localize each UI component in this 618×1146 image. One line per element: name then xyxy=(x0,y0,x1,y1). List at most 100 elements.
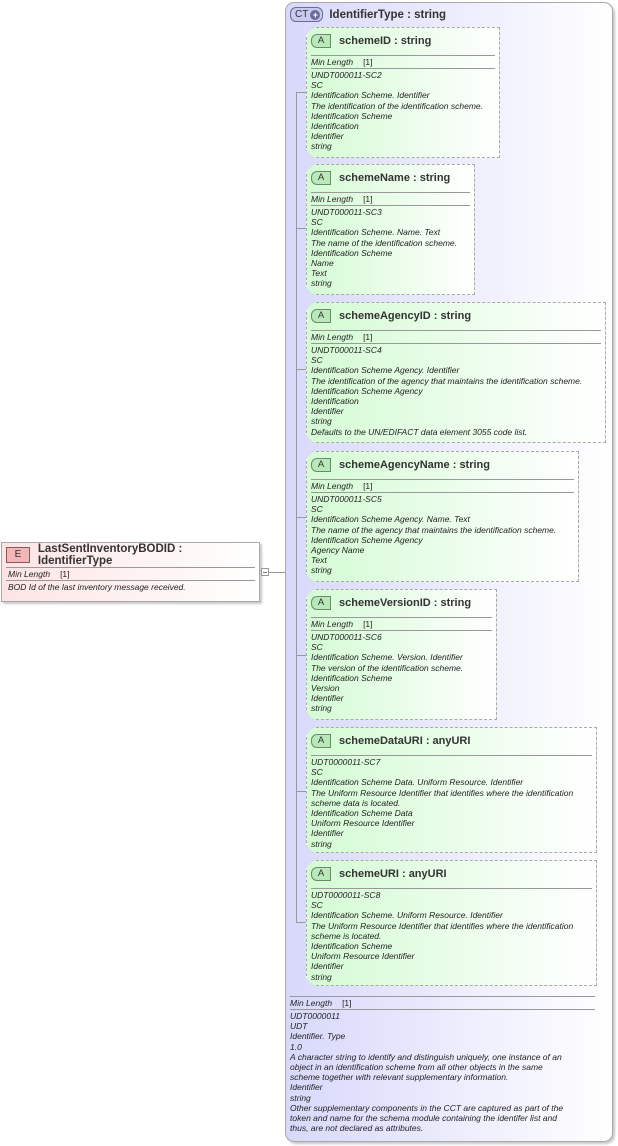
attribute-header: A schemeAgencyID : string xyxy=(307,303,605,327)
attribute-documentation: UNDT000011-SC3 SC Identification Scheme.… xyxy=(311,207,470,289)
tree-line-branch xyxy=(296,228,306,229)
attribute-scheme-agency-id[interactable]: A schemeAgencyID : string Min Length[1] … xyxy=(306,302,606,443)
collapse-toggle-icon[interactable] xyxy=(261,568,269,576)
doc-line: Identification xyxy=(311,396,359,407)
attribute-header: A schemeName : string xyxy=(307,165,474,189)
doc-line: token and name for the schema module con… xyxy=(290,1113,557,1124)
facet-value: [1] xyxy=(363,332,373,342)
attribute-title: schemeVersionID : string xyxy=(339,597,472,609)
doc-line: Defaults to the UN/EDIFACT data element … xyxy=(311,426,528,437)
attribute-scheme-id[interactable]: A schemeID : string Min Length[1] UNDT00… xyxy=(306,27,500,158)
facet-value: [1] xyxy=(363,481,373,491)
doc-line: The identification of the agency that ma… xyxy=(311,375,583,386)
complex-type-footer: Min Length[1] UDT0000011 UDT Identifier.… xyxy=(290,996,595,1133)
attribute-facet: Min Length [1] xyxy=(311,330,601,344)
attribute-header: A schemeVersionID : string xyxy=(307,590,496,614)
doc-line: string xyxy=(311,141,332,152)
doc-line: SC xyxy=(311,217,323,228)
doc-line: Identification Scheme xyxy=(311,672,393,683)
doc-line: Identification Scheme xyxy=(311,110,393,121)
attribute-header: A schemeID : string xyxy=(307,28,499,52)
doc-line: scheme data is located. xyxy=(311,797,401,808)
doc-line: Identifier xyxy=(311,828,344,839)
expand-plus-icon: + xyxy=(310,9,321,20)
attribute-documentation: UNDT000011-SC4 SC Identification Scheme … xyxy=(311,345,601,437)
complex-type-header: CT+ IdentifierType : string xyxy=(290,7,446,22)
doc-line: Identifier xyxy=(311,961,344,972)
attribute-documentation: UDT0000011-SC7 SC Identification Scheme … xyxy=(311,757,592,849)
doc-line: A character string to identify and disti… xyxy=(290,1051,562,1062)
attribute-documentation: UNDT000011-SC5 SC Identification Scheme … xyxy=(311,494,574,576)
tree-line-branch xyxy=(296,791,306,792)
facet-label: Min Length xyxy=(311,481,354,491)
attribute-documentation: UNDT000011-SC2 SC Identification Scheme.… xyxy=(311,70,495,152)
attribute-title: schemeAgencyID : string xyxy=(339,310,472,322)
complex-type-badge-icon: CT+ xyxy=(290,7,324,22)
doc-line: 1.0 xyxy=(290,1041,302,1052)
doc-line: UNDT000011-SC6 xyxy=(311,632,382,642)
facet-value: [1] xyxy=(60,569,70,579)
attribute-facet: Min Length [1] xyxy=(311,192,470,206)
doc-line: UNDT000011-SC2 xyxy=(311,70,382,80)
element-header: E LastSentInventoryBODID : IdentifierTyp… xyxy=(2,543,259,567)
doc-line: object in an identification scheme from … xyxy=(290,1062,543,1073)
divider xyxy=(311,755,592,756)
doc-line: Uniform Resource Identifier xyxy=(311,951,415,962)
doc-line: Other supplementary components in the CC… xyxy=(290,1102,564,1113)
attribute-title: schemeName : string xyxy=(339,172,451,184)
doc-line: Identification Scheme. Identifier xyxy=(311,90,430,101)
doc-line: UDT xyxy=(290,1021,308,1032)
doc-line: Agency Name xyxy=(311,545,365,556)
element-box[interactable]: E LastSentInventoryBODID : IdentifierTyp… xyxy=(1,542,260,602)
element-badge-icon: E xyxy=(6,547,30,563)
doc-line: Identification Scheme Agency. Name. Text xyxy=(311,514,470,525)
doc-line: UNDT000011-SC5 xyxy=(311,494,382,504)
attribute-scheme-name[interactable]: A schemeName : string Min Length [1] UNDT… xyxy=(306,164,475,295)
facet-label: Min Length xyxy=(311,332,354,342)
attribute-header: A schemeURI : anyURI xyxy=(307,861,596,885)
attribute-facet: Min Length[1] xyxy=(311,55,495,69)
doc-line: SC xyxy=(311,900,323,911)
badge-label: CT xyxy=(295,9,309,20)
facet-label: Min Length xyxy=(290,998,333,1008)
tree-line-branch xyxy=(296,369,306,370)
attribute-badge-icon: A xyxy=(311,734,331,748)
doc-line: SC xyxy=(311,355,323,366)
doc-line: UNDT000011-SC3 xyxy=(311,207,382,217)
facet-value: [1] xyxy=(363,194,373,204)
attribute-header: A schemeAgencyName : string xyxy=(307,452,578,476)
doc-line: Identification Scheme. Version. Identifi… xyxy=(311,652,463,663)
doc-line: Identification Scheme Agency. Identifier xyxy=(311,365,460,376)
complex-type-facet: Min Length[1] xyxy=(290,996,595,1010)
doc-line: Name xyxy=(311,258,334,269)
doc-line: Identifier xyxy=(290,1082,323,1093)
attribute-documentation: UNDT000011-SC6 SC Identification Scheme.… xyxy=(311,632,492,714)
element-documentation: BOD Id of the last inventory message rec… xyxy=(8,582,186,592)
tree-line-vertical xyxy=(296,92,297,922)
doc-line: string xyxy=(311,416,332,427)
facet-label: Min Length xyxy=(311,194,354,204)
facet-label: Min Length xyxy=(311,57,354,67)
divider xyxy=(311,888,592,889)
attribute-scheme-version-id[interactable]: A schemeVersionID : string Min Length[1]… xyxy=(306,589,497,720)
attribute-scheme-agency-name[interactable]: A schemeAgencyName : string Min Length [1… xyxy=(306,451,579,582)
attribute-scheme-uri[interactable]: A schemeURI : anyURI UDT0000011-SC8 SC I… xyxy=(306,860,597,986)
attribute-badge-icon: A xyxy=(311,309,331,323)
attribute-badge-icon: A xyxy=(311,596,331,610)
doc-line: The version of the identification scheme… xyxy=(311,662,464,673)
attribute-badge-icon: A xyxy=(311,867,331,881)
attribute-title: schemeURI : anyURI xyxy=(339,868,447,880)
attribute-header: A schemeDataURI : anyURI xyxy=(307,728,596,752)
doc-line: Text xyxy=(311,555,327,566)
doc-line: string xyxy=(311,278,332,289)
doc-line: UDT0000011 xyxy=(290,1011,340,1021)
attribute-title: schemeID : string xyxy=(339,35,432,47)
attribute-scheme-data-uri[interactable]: A schemeDataURI : anyURI UDT0000011-SC7 … xyxy=(306,727,597,853)
doc-line: Identification Scheme Agency xyxy=(311,385,423,396)
doc-line: Identification Scheme xyxy=(311,941,393,952)
attribute-documentation: UDT0000011-SC8 SC Identification Scheme.… xyxy=(311,890,592,982)
doc-line: SC xyxy=(311,80,323,91)
attribute-badge-icon: A xyxy=(311,171,331,185)
doc-line: SC xyxy=(311,504,323,515)
facet-label: Min Length xyxy=(8,569,51,579)
